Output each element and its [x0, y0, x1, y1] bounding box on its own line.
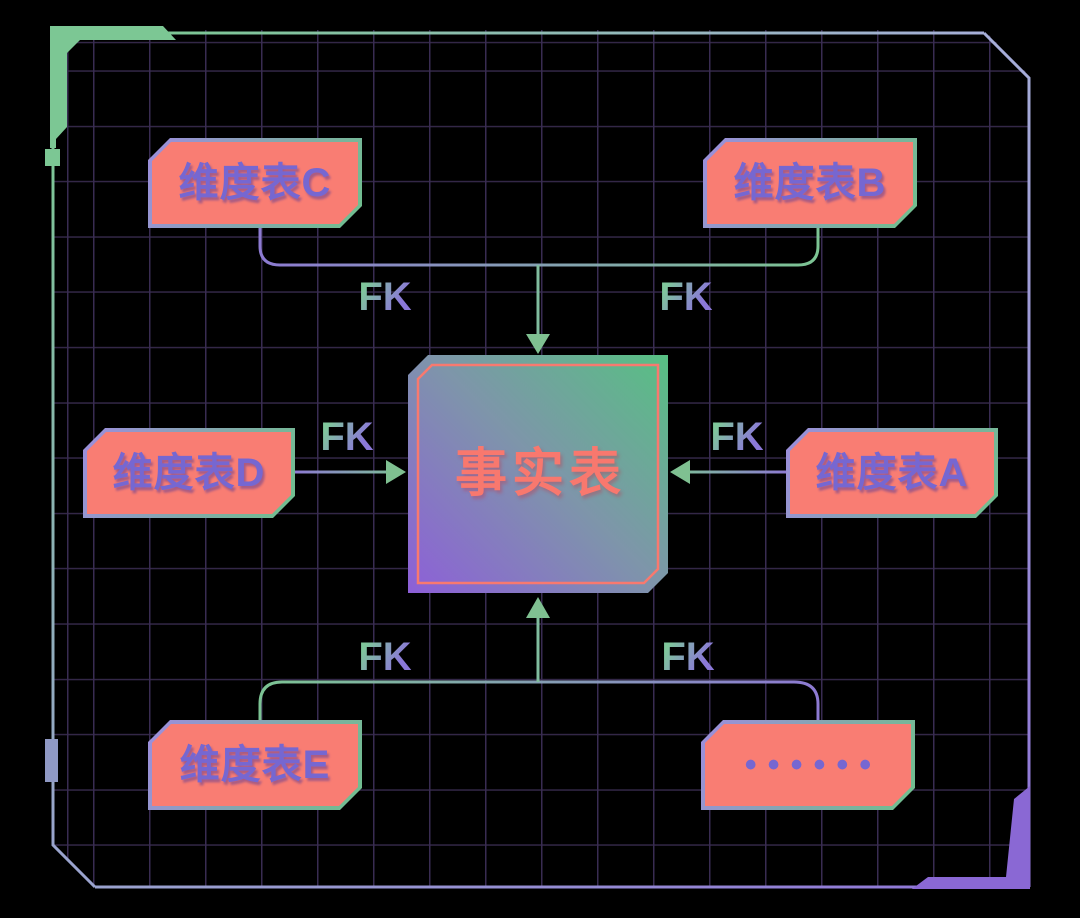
node-dimension-table-c-body: 维度表C — [152, 142, 358, 224]
node-label: 维度表B — [733, 161, 887, 205]
fk-label-middle-left: FK — [320, 415, 374, 459]
node-label: 维度表C — [178, 161, 332, 205]
node-dimension-table-more: •••••• — [701, 720, 915, 810]
node-fact-table: 事实表 — [408, 355, 668, 593]
fk-label-top-left: FK — [358, 275, 412, 319]
node-dimension-table-e: 维度表E — [148, 720, 362, 810]
node-dimension-table-b: 维度表B — [703, 138, 917, 228]
node-dimension-table-e-body: 维度表E — [152, 724, 358, 806]
fact-table-inner-outline — [408, 355, 668, 593]
node-label: 维度表A — [815, 451, 969, 495]
fact-table-label: 事实表 — [454, 445, 626, 503]
fact-outline-shape — [418, 365, 658, 583]
node-dimension-table-a-body: 维度表A — [790, 432, 994, 514]
node-dimension-table-d-body: 维度表D — [87, 432, 291, 514]
node-dimension-table-a: 维度表A — [786, 428, 998, 518]
node-dimension-table-c: 维度表C — [148, 138, 362, 228]
fk-label-bottom-left: FK — [358, 635, 412, 679]
fk-label-bottom-right: FK — [661, 635, 715, 679]
fk-label-middle-right: FK — [710, 415, 764, 459]
node-dimension-table-b-body: 维度表B — [707, 142, 913, 224]
node-dimension-table-d: 维度表D — [83, 428, 295, 518]
node-label: 维度表E — [179, 743, 331, 787]
node-label: 维度表D — [112, 451, 266, 495]
node-dimension-table-more-body: •••••• — [705, 724, 911, 806]
fk-label-top-right: FK — [659, 275, 713, 319]
ellipsis-dots-label: •••••• — [744, 746, 883, 784]
